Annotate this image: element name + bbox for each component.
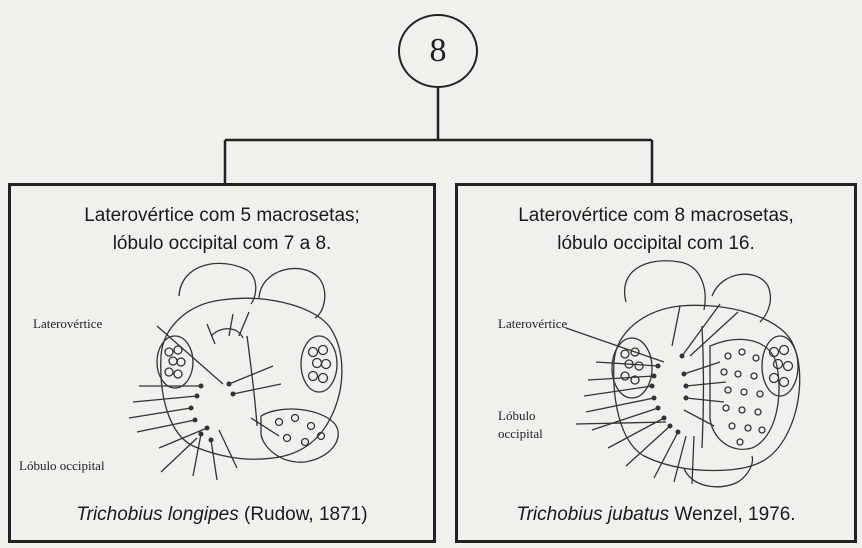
right-species-caption: Trichobius jubatus Wenzel, 1976.: [458, 504, 854, 526]
option-panel-left[interactable]: Laterovértice com 5 macrosetas; lóbulo o…: [8, 183, 436, 543]
right-label-occipital: occipital: [498, 426, 543, 442]
right-label-lobulo: Lóbulo: [498, 408, 536, 424]
left-label-lobulo-occipital: Lóbulo occipital: [19, 458, 105, 474]
left-species-caption: Trichobius longipes (Rudow, 1871): [11, 504, 433, 526]
right-species-author: Wenzel, 1976.: [669, 504, 795, 525]
left-label-laterovertice: Laterovértice: [33, 316, 102, 332]
head-illustration-left: [11, 186, 433, 540]
left-species-name: Trichobius longipes: [76, 504, 238, 525]
right-label-laterovertice: Laterovértice: [498, 316, 567, 332]
left-species-author: (Rudow, 1871): [239, 504, 368, 525]
couplet-number: 8: [430, 32, 447, 70]
right-species-name: Trichobius jubatus: [516, 504, 669, 525]
head-illustration-right: [458, 186, 854, 540]
option-panel-right[interactable]: Laterovértice com 8 macrosetas, lóbulo o…: [455, 183, 857, 543]
couplet-node: 8: [398, 14, 478, 88]
